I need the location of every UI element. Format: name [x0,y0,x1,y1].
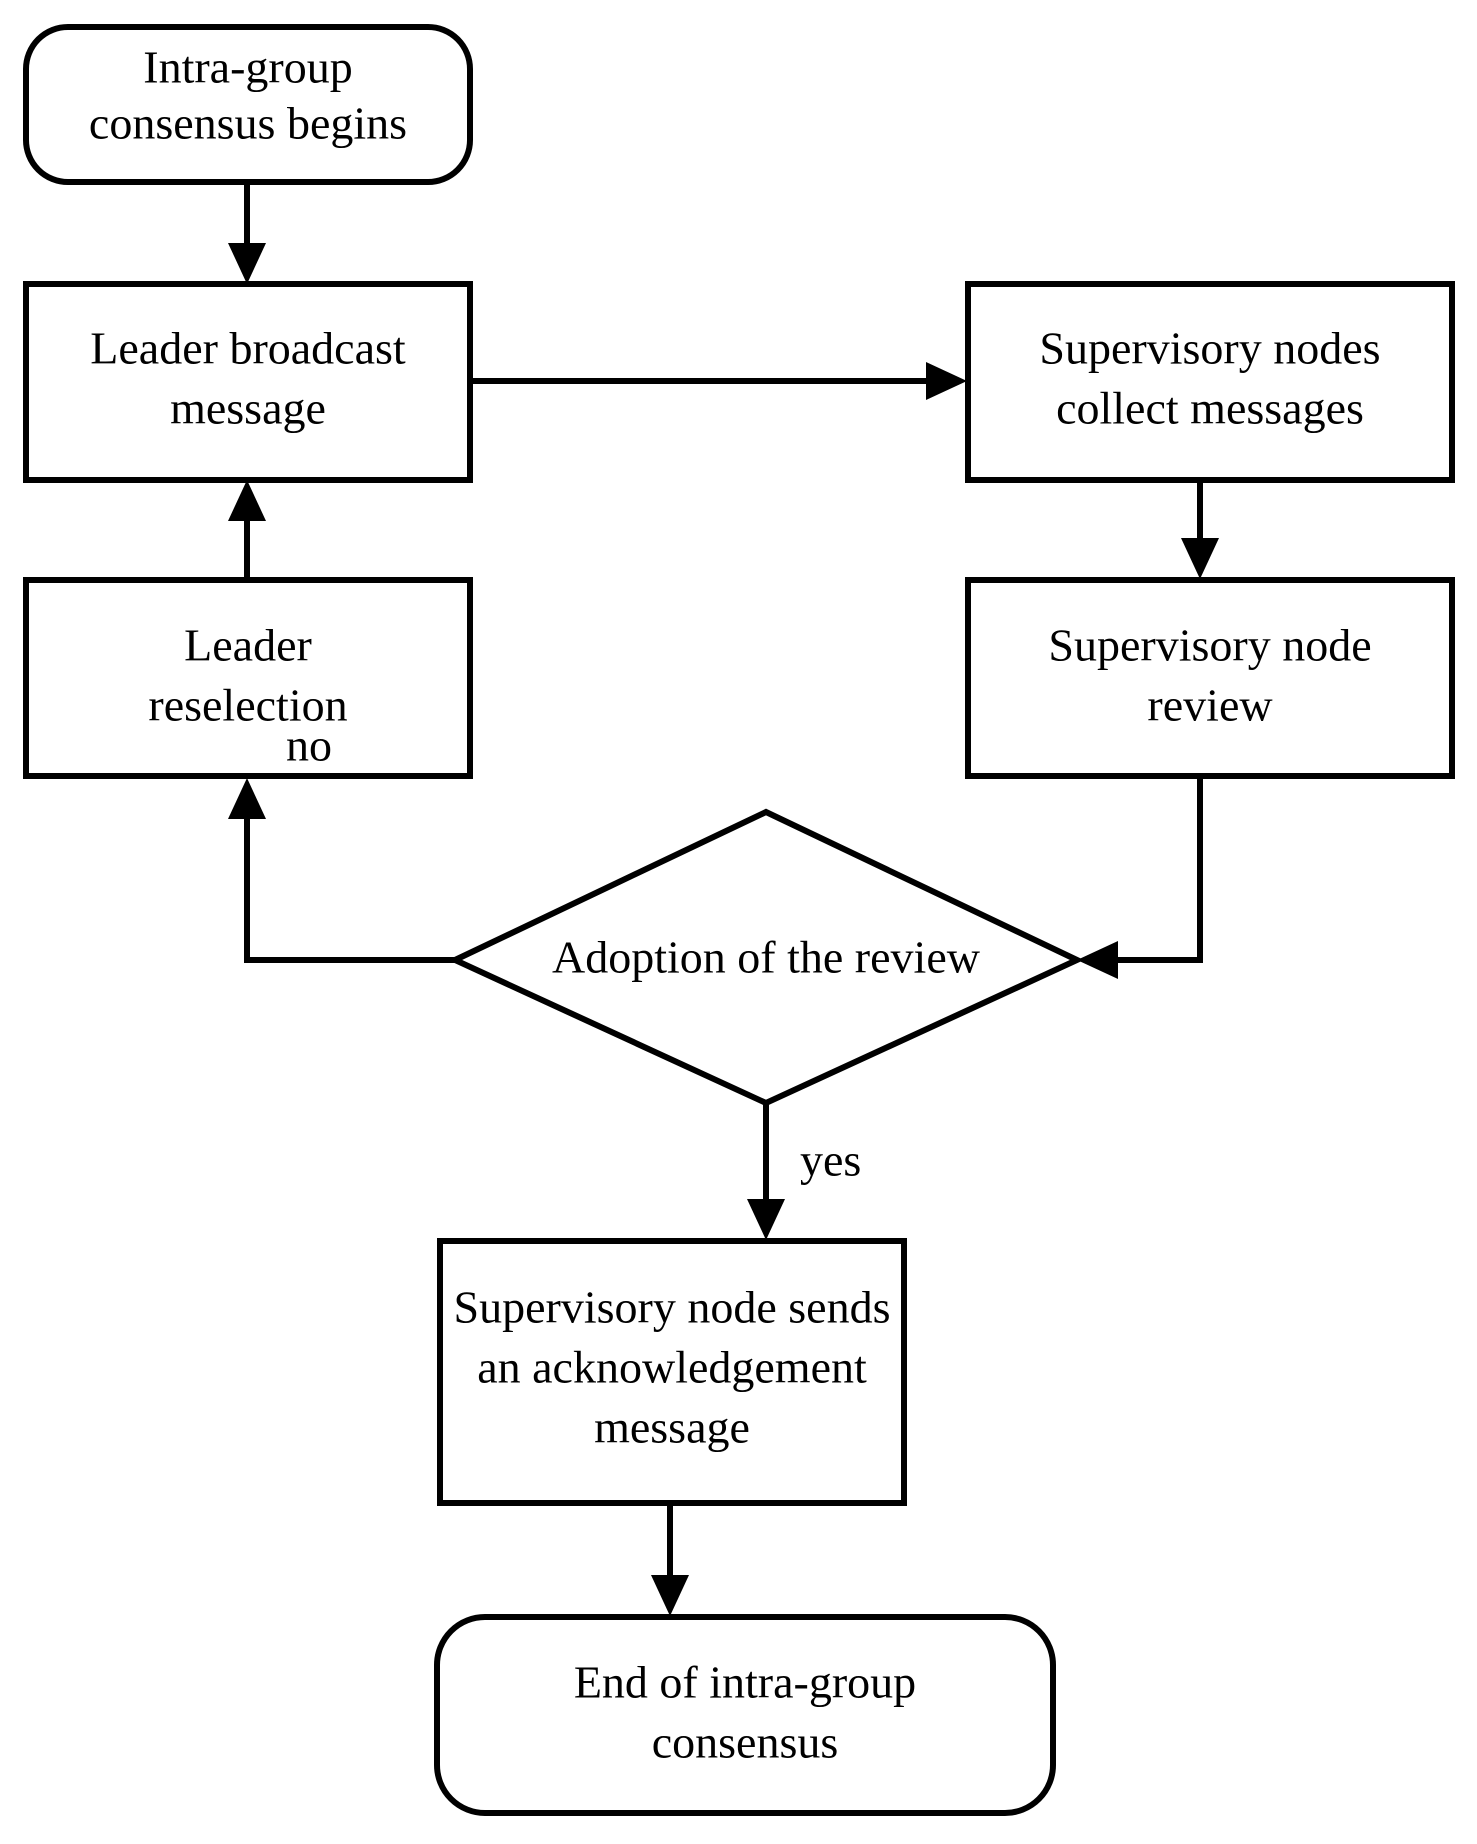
node-supervisory-review[interactable]: Supervisory node review [965,577,1455,779]
arrow-head-down-icon [1181,538,1219,579]
connector-line [1115,778,1203,963]
edge-label-yes: yes [800,1135,861,1186]
connector-line [244,816,457,963]
node-leader-reselection-label-line-1: Leader [184,620,312,671]
node-supervisory-review-shape [965,577,1455,779]
node-start-label-line-1: Intra-group [143,42,352,93]
node-leader-broadcast-label-line-2: message [170,383,326,434]
node-supervisory-review-label-line-2: review [1147,680,1273,731]
arrow-head-right-icon [926,362,967,400]
node-supervisory-collect[interactable]: Supervisory nodes collect messages [965,281,1455,483]
arrow-head-down-icon [228,243,266,284]
edge-supervisory-review-to-adoption-decision [1077,778,1203,979]
edge-leader-broadcast-to-supervisory-collect [472,362,967,400]
edge-leader-reselection-to-leader-broadcast [228,480,266,578]
node-end-label-line-2: consensus [652,1717,839,1768]
arrow-head-up-icon [228,778,266,819]
arrow-head-down-icon [747,1199,785,1240]
node-adoption-decision-shape [447,808,1085,1107]
arrow-head-up-icon [228,480,266,521]
node-adoption-decision-label: Adoption of the review [552,932,981,983]
node-supervisory-collect-label-line-1: Supervisory nodes [1039,323,1380,374]
node-leader-reselection[interactable]: Leader reselection [23,577,473,779]
node-leader-reselection-label-line-2: reselection [148,680,347,731]
node-send-ack-label-line-1: Supervisory node sends [454,1282,891,1333]
node-end-shape [434,1614,1056,1816]
edge-send-ack-to-end [651,1503,689,1616]
edge-adoption-decision-to-leader-reselection [228,778,457,963]
node-start[interactable]: Intra-group consensus begins [23,24,473,185]
node-start-label-line-2: consensus begins [89,98,407,149]
edge-adoption-decision-to-send-ack [747,1103,785,1240]
node-end-label-line-1: End of intra-group [574,1657,916,1708]
node-leader-broadcast-label-line-1: Leader broadcast [90,323,406,374]
arrow-head-down-icon [651,1575,689,1616]
node-start-shape [23,24,473,185]
node-leader-broadcast[interactable]: Leader broadcast message [23,281,473,483]
node-send-ack-label-line-2: an acknowledgement [477,1342,867,1393]
node-supervisory-collect-shape [965,281,1455,483]
edge-supervisory-collect-to-supervisory-review [1181,480,1219,579]
arrow-head-left-icon [1077,941,1118,979]
edge-start-to-leader-broadcast [228,182,266,284]
node-send-ack-shape [437,1238,907,1506]
node-supervisory-review-label-line-1: Supervisory node [1048,620,1371,671]
node-supervisory-collect-label-line-2: collect messages [1056,383,1364,434]
edge-label-no: no [286,720,332,771]
node-send-ack-label-line-3: message [594,1402,750,1453]
node-leader-broadcast-shape [23,281,473,483]
node-adoption-decision[interactable]: Adoption of the review [447,808,1085,1107]
node-end[interactable]: End of intra-group consensus [434,1614,1056,1816]
node-leader-reselection-shape [23,577,473,779]
node-send-ack[interactable]: Supervisory node sends an acknowledgemen… [437,1238,907,1506]
